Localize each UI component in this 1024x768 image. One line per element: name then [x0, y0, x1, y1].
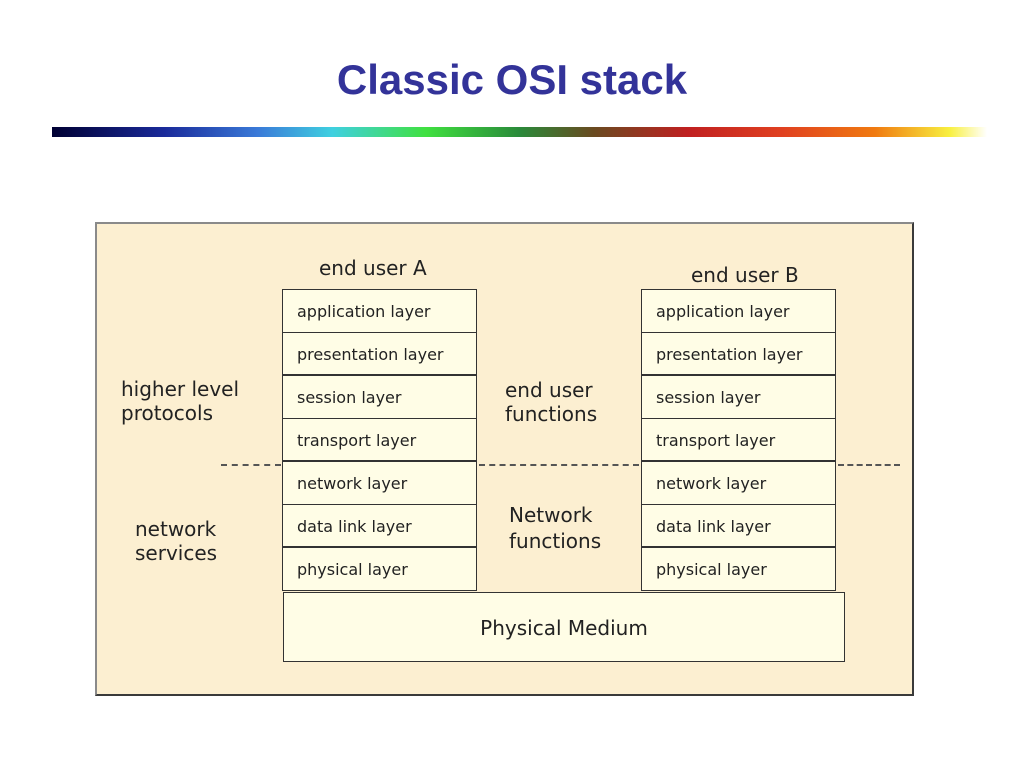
stack-a-physical-layer: physical layer [283, 548, 476, 591]
stack-end-user-a: application layer presentation layer ses… [282, 289, 477, 591]
stack-a-presentation-layer: presentation layer [283, 333, 476, 376]
stack-a-transport-layer: transport layer [283, 419, 476, 462]
stack-a-data-link-layer: data link layer [283, 505, 476, 548]
stack-a-session-layer: session layer [283, 376, 476, 419]
higher-level-label-line1: higher level [121, 377, 240, 401]
stack-b-session-layer: session layer [642, 376, 835, 419]
end-user-functions-label-line2: functions [505, 402, 598, 426]
stack-b-network-layer: network layer [642, 462, 835, 505]
network-services-label-line1: network [135, 517, 217, 541]
network-functions-label-line2: functions [509, 529, 602, 553]
divider-dashed-left [221, 464, 281, 466]
higher-level-label-line2: protocols [121, 401, 214, 425]
slide-title: Classic OSI stack [336, 56, 688, 103]
physical-medium-box: Physical Medium [283, 592, 845, 662]
stack-b-presentation-layer: presentation layer [642, 333, 835, 376]
end-user-b-label: end user B [691, 263, 799, 287]
end-user-functions-label-line1: end user [505, 378, 593, 402]
divider-dashed-middle [479, 464, 639, 466]
stack-b-data-link-layer: data link layer [642, 505, 835, 548]
stack-b-physical-layer: physical layer [642, 548, 835, 591]
network-functions-label-line1: Network [509, 503, 593, 527]
osi-diagram: end user A end user B higher level proto… [95, 222, 914, 696]
divider-dashed-right [838, 464, 900, 466]
stack-end-user-b: application layer presentation layer ses… [641, 289, 836, 591]
network-services-label-line2: services [135, 541, 218, 565]
title-underline-gradient [52, 127, 987, 137]
stack-b-application-layer: application layer [642, 290, 835, 333]
end-user-a-label: end user A [319, 256, 427, 280]
stack-a-application-layer: application layer [283, 290, 476, 333]
stack-b-transport-layer: transport layer [642, 419, 835, 462]
stack-a-network-layer: network layer [283, 462, 476, 505]
